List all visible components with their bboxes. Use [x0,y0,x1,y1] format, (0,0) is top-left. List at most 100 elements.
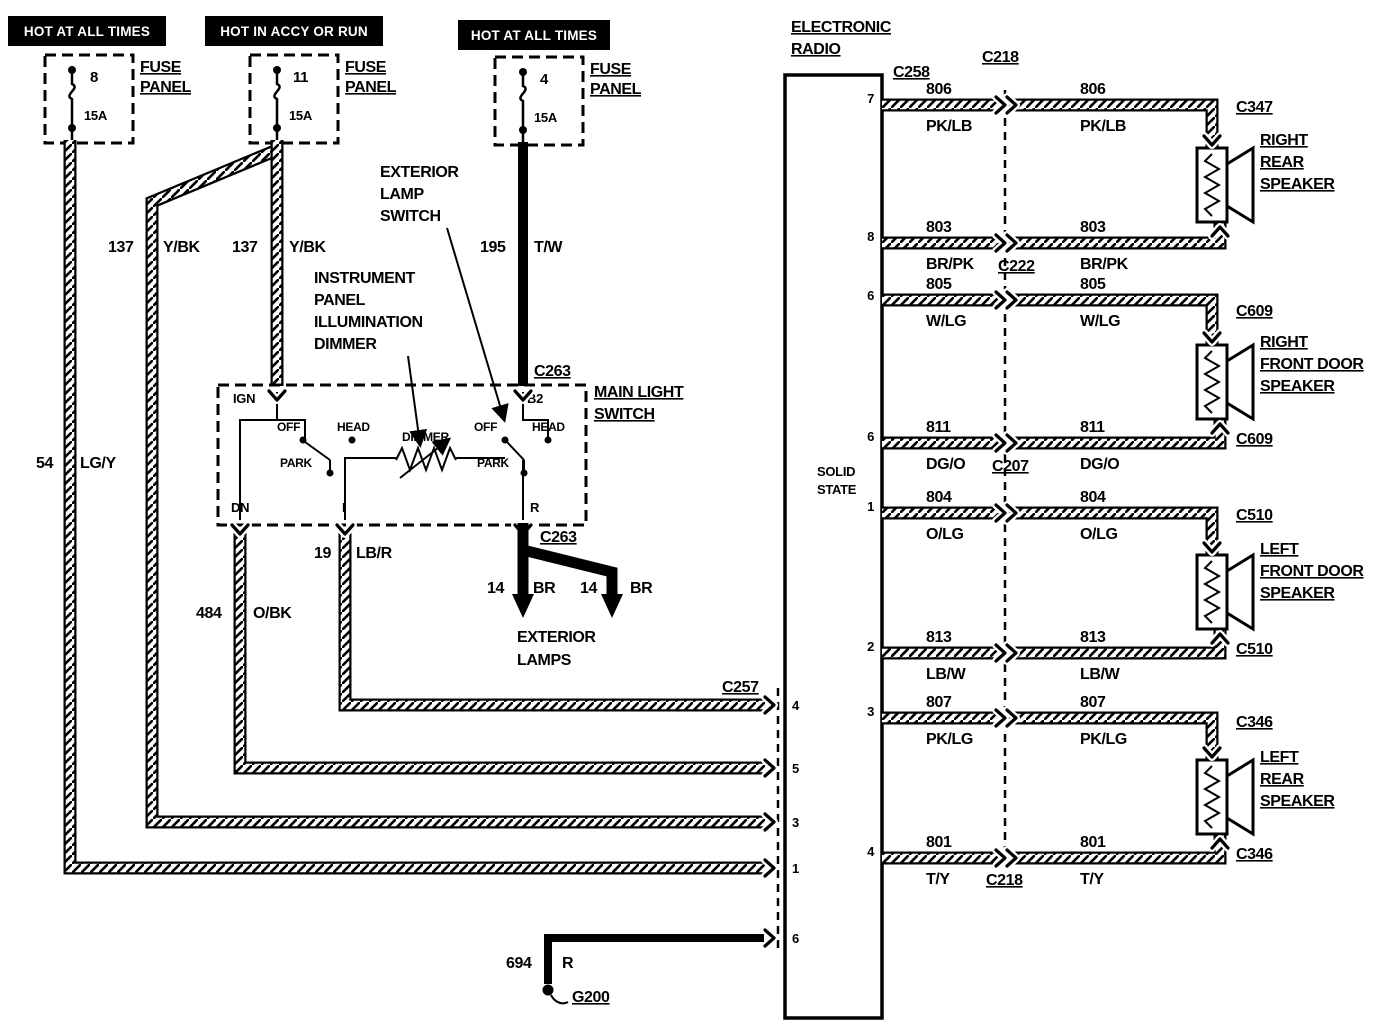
fuse-1-rating: 15A [84,108,108,123]
power-source-headers: HOT AT ALL TIMES HOT IN ACCY OR RUN HOT … [8,16,610,50]
feed-wires: 137 Y/BK 137 Y/BK 195 T/W 54 LG/Y 484 O/… [36,140,766,875]
callout-ipd-arrow [407,355,428,448]
hot-banner-mid-label: HOT IN ACCY OR RUN [220,24,368,39]
wire-801-right-color: T/Y [1080,871,1104,888]
hot-banner-right-label: HOT AT ALL TIMES [471,28,597,43]
callout-els-arrow [446,227,509,423]
wire-811-right-circuit: 811 [1080,419,1105,436]
hot-banner-left-label: HOT AT ALL TIMES [24,24,150,39]
left-rear-speaker-name-1: LEFT [1260,749,1299,766]
right-front-door-speaker-name-1: RIGHT [1260,334,1308,351]
fuse-panel-3: 4 15A FUSE PANEL [493,55,642,147]
right-head-contact [544,436,552,444]
connector-c609-top-label: C609 [1236,303,1273,320]
callout-ipd-line-2: PANEL [314,292,366,309]
right-front-door-speaker-name-3: SPEAKER [1260,378,1335,395]
wire-484-circuit: 484 [196,605,222,622]
wire-804-left-color: O/LG [926,526,964,543]
ground-g200-label: G200 [572,989,610,1006]
connector-c263-bottom: C263 [540,529,577,546]
wire-54-circuit: 54 [36,455,53,472]
callout-ipd-line-3: ILLUMINATION [314,314,423,331]
fuse-panel-2-box [248,53,340,145]
left-off-contact [299,436,307,444]
fuse-2-rating: 15A [289,108,313,123]
right-rear-speaker-name-2: REAR [1260,154,1305,171]
radio-right-pin-1: 1 [867,499,874,514]
left-park-label: PARK [280,456,313,470]
fuse-panel-2-label-1: FUSE [345,59,387,76]
wire-195-color: T/W [534,239,563,256]
wire-801-left-circuit: 801 [926,834,952,851]
connector-c510-bottom-label: C510 [1236,641,1273,658]
wire-14-right-color: BR [630,580,653,597]
fuse-3-symbol [519,72,527,145]
wire-805-hatch [882,295,1217,345]
fuse-1-bottom-contact [68,124,76,132]
ground-hook-symbol [550,994,569,1005]
connector-c218-bottom-label: C218 [986,872,1023,889]
connector-c263-top: C263 [534,363,571,380]
wire-805-right-circuit: 805 [1080,276,1106,293]
switch-internal-right-lines [329,392,549,520]
fuse-panel-1-label-2: PANEL [140,79,192,96]
connector-c257-label: C257 [722,679,759,696]
fuse-2-top-contact [273,66,281,74]
wire-811-left-circuit: 811 [926,419,951,436]
radio-right-pin-3: 3 [867,704,874,719]
wire-806-left-circuit: 806 [926,81,952,98]
callout-ipd-line-4: DIMMER [314,336,377,353]
fuse-3-bottom-contact [519,126,527,134]
fuse-2-symbol [273,70,281,143]
wire-137-right-circuit: 137 [232,239,258,256]
connector-c222-label: C222 [998,258,1035,275]
wire-14-left-color: BR [533,580,556,597]
connector-c609-bottom-label: C609 [1236,431,1273,448]
speaker-harness: C258 C218 C222 C207 C218 806 PK/LB 803 B… [882,49,1227,889]
wire-806-left-color: PK/LB [926,118,972,135]
pin-r-label: R [530,500,540,515]
wire-805-right-color: W/LG [1080,313,1120,330]
fuse-1-symbol [68,70,76,143]
right-off-label: OFF [474,420,497,434]
wire-195-circuit: 195 [480,239,506,256]
wire-806-right-circuit: 806 [1080,81,1106,98]
fuse-panel-1-box [43,53,135,145]
right-off-contact [501,436,509,444]
wire-806-right-color: PK/LB [1080,118,1126,135]
speakers: C347 C609 C609 C510 C510 C346 C346 RIGHT… [1195,99,1365,863]
dimmer-label: DIMMER [402,430,449,444]
radio-title-1: ELECTRONIC [791,19,892,36]
radio-left-pin-5: 5 [792,761,799,776]
radio-right-pin-7: 7 [867,91,874,106]
wire-14-left-circuit: 14 [487,580,504,597]
wire-803-left-circuit: 803 [926,219,952,236]
left-rear-speaker-name-3: SPEAKER [1260,793,1335,810]
connector-c207-label: C207 [992,458,1029,475]
left-head-contact [348,436,356,444]
wire-813-right-color: LB/W [1080,666,1121,683]
left-front-door-speaker-name-2: FRONT DOOR [1260,563,1364,580]
connector-c346-bottom-label: C346 [1236,846,1273,863]
c257-pin6-chevron [765,930,774,946]
right-front-door-speaker-name-2: FRONT DOOR [1260,356,1364,373]
wire-803-right-circuit: 803 [1080,219,1106,236]
ground-point [542,984,554,996]
wire-19-color: LB/R [356,545,393,562]
wire-484-color: O/BK [253,605,292,622]
wire-807-left-circuit: 807 [926,694,952,711]
wire-803-right-color: BR/PK [1080,256,1129,273]
main-light-switch-box [216,383,588,527]
wire-484-obk-hatch [235,528,766,773]
wire-811-left-color: DG/O [926,456,965,473]
radio-body-text-1: SOLID [817,464,855,479]
c257-pin3-chevron [765,814,774,830]
right-park-contact [520,469,528,477]
right-rear-speaker-name-3: SPEAKER [1260,176,1335,193]
ground-circuit: 694 R G200 [506,934,764,1006]
wire-694-r [544,934,764,984]
fuse-3-top-contact [519,68,527,76]
fuse-panel-1: 8 15A FUSE PANEL [43,53,192,145]
right-switch-lever [506,441,525,461]
